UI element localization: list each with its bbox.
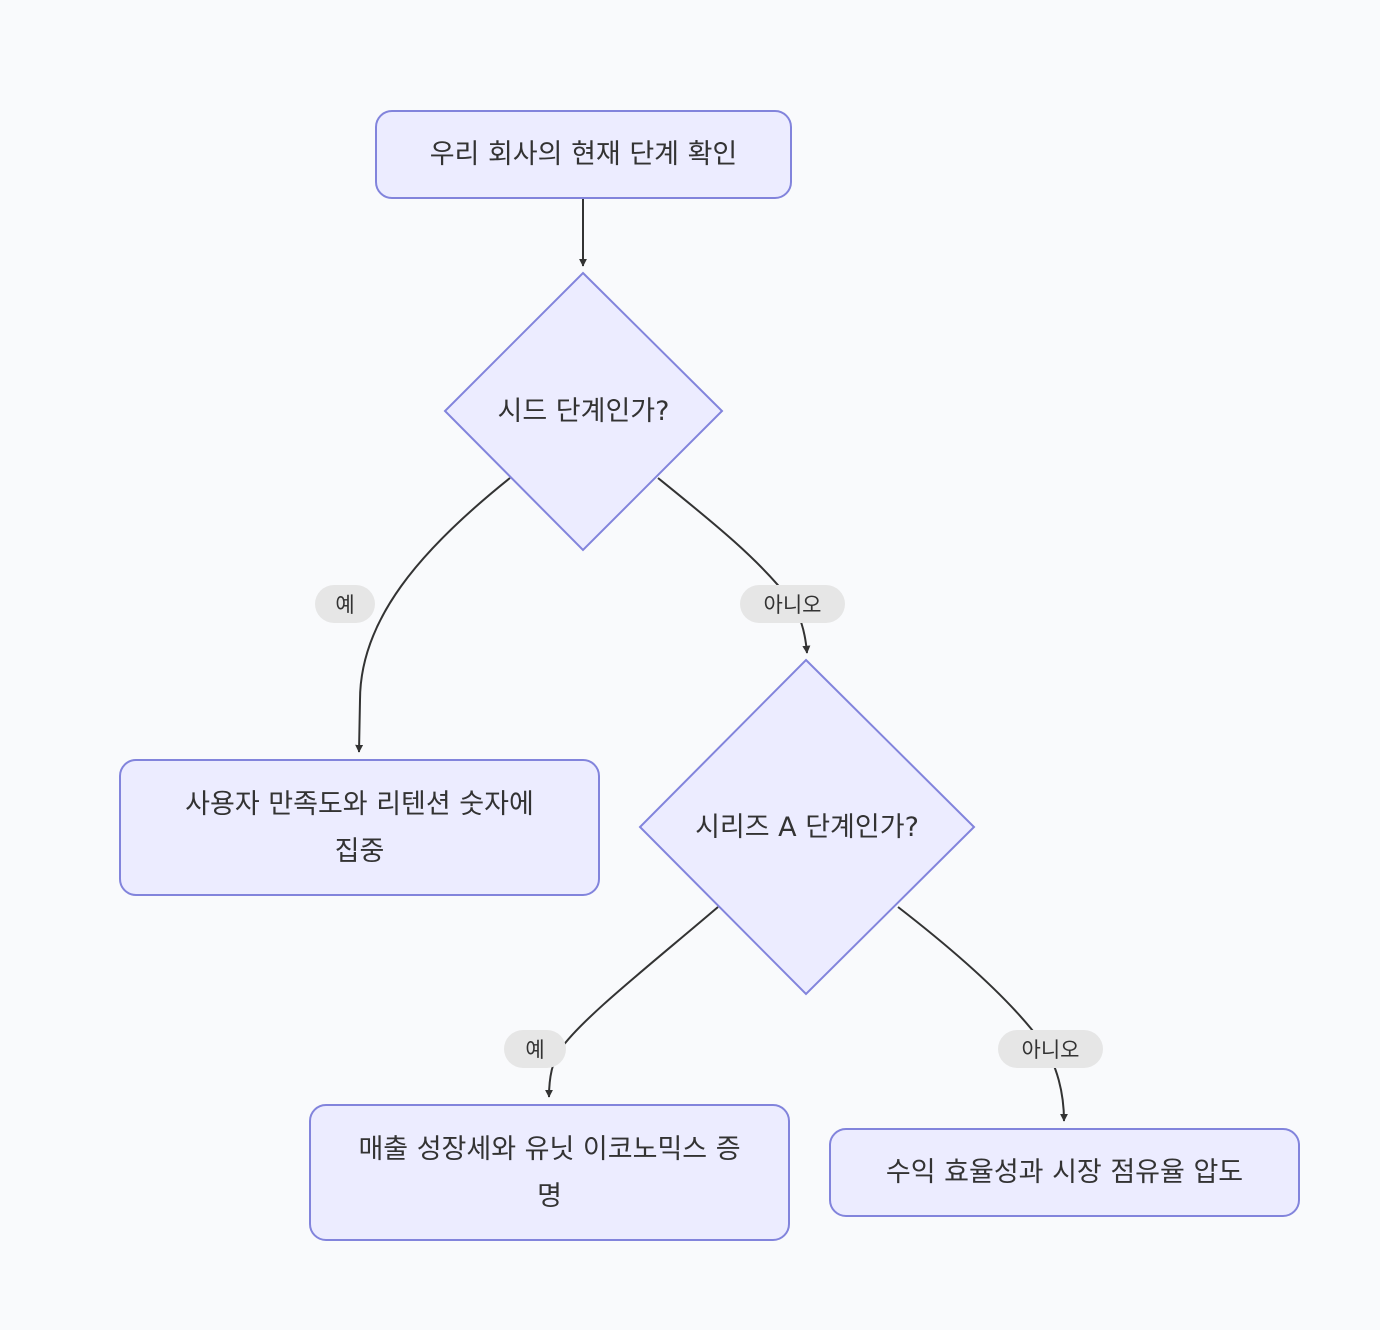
edge-label-seed-no: 아니오 xyxy=(740,585,845,623)
edge-label-text: 예 xyxy=(335,593,355,617)
later-focus-node-shape xyxy=(829,1128,1300,1217)
edge-label-series-a-yes: 예 xyxy=(504,1030,566,1068)
seed-focus-node-shape xyxy=(119,759,600,896)
seed-focus-label: 사용자 만족도와 리텐션 숫자에 집중 xyxy=(185,788,534,867)
edge-label-series-a-no: 아니오 xyxy=(998,1030,1103,1068)
edge-label-text: 예 xyxy=(525,1038,545,1062)
seed-decision-shape xyxy=(443,271,724,552)
start-node[interactable]: 우리 회사의 현재 단계 확인 xyxy=(376,111,791,198)
later-focus-node[interactable]: 수익 효율성과 시장 점유율 압도 xyxy=(830,1129,1299,1216)
series-a-focus-node-shape xyxy=(309,1104,790,1241)
later-focus-label: 수익 효율성과 시장 점유율 압도 xyxy=(885,1157,1244,1188)
edge-seed-no xyxy=(657,477,811,654)
seed-decision-label: 시드 단계인가? xyxy=(497,395,670,427)
edge-label-text: 아니오 xyxy=(1021,1038,1080,1062)
start-node-label: 우리 회사의 현재 단계 확인 xyxy=(429,139,738,170)
edge-series-a-yes xyxy=(545,906,719,1098)
series-a-focus-label: 매출 성장세와 유닛 이코노믹스 증명 xyxy=(358,1133,741,1212)
seed-decision-node[interactable]: 시드 단계인가? xyxy=(445,366,722,456)
edge-label-text: 아니오 xyxy=(763,593,822,617)
seed-focus-node[interactable]: 사용자 만족도와 리텐션 숫자에 집중 xyxy=(120,760,599,895)
edge-seed-yes xyxy=(355,477,511,753)
edge-label-seed-yes: 예 xyxy=(315,585,375,623)
series-a-decision-node[interactable]: 시리즈 A 단계인가? xyxy=(640,782,974,872)
series-a-decision-label: 시리즈 A 단계인가? xyxy=(695,811,919,843)
edge-series-a-no xyxy=(897,906,1068,1122)
start-node-shape xyxy=(375,110,792,199)
series-a-decision-shape xyxy=(638,658,976,996)
series-a-focus-node[interactable]: 매출 성장세와 유닛 이코노믹스 증명 xyxy=(310,1105,789,1240)
